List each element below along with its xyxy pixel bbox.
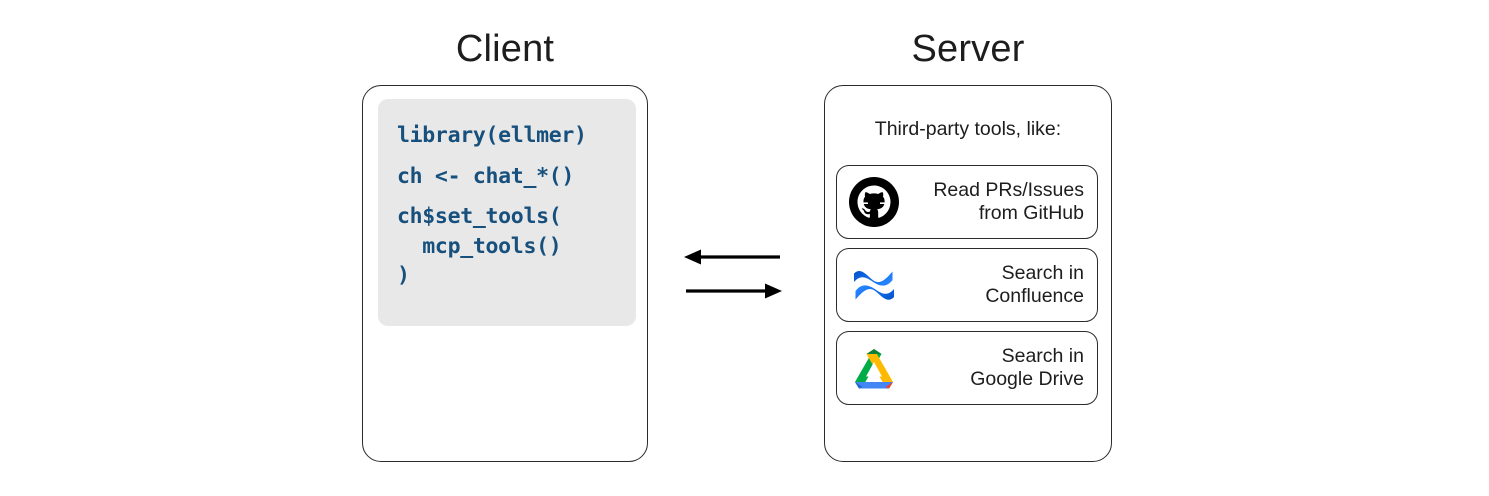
tool-label-confluence-line1: Search in — [1001, 262, 1084, 284]
tool-label-github-line1: Read PRs/Issues — [933, 179, 1084, 201]
client-to-server-arrow — [686, 283, 782, 299]
code-line-5: ) — [397, 263, 410, 288]
tool-card-confluence[interactable]: Search in Confluence — [836, 248, 1098, 322]
tool-label-confluence: Search in Confluence — [902, 262, 1086, 308]
tool-label-google-drive-line1: Search in — [1001, 345, 1084, 367]
google-drive-icon — [846, 340, 902, 396]
code-line-2: ch <- chat_*() — [397, 163, 575, 189]
code-line-1: library(ellmer) — [397, 123, 587, 148]
tool-card-github[interactable]: Read PRs/Issues from GitHub — [836, 165, 1098, 239]
tool-list: Read PRs/Issues from GitHub — [836, 165, 1098, 414]
third-party-tools-caption: Third-party tools, like: — [874, 118, 1062, 140]
tool-label-google-drive-line2: Google Drive — [970, 368, 1084, 390]
arrow-group — [676, 240, 792, 310]
server-column-title: Server — [911, 28, 1025, 70]
github-icon — [846, 174, 902, 230]
tool-label-confluence-line2: Confluence — [985, 285, 1084, 307]
code-line-4: mcp_tools() — [397, 233, 562, 259]
client-panel: library(ellmer) ch <- chat_*() ch$set_to… — [362, 85, 648, 462]
tool-card-google-drive[interactable]: Search in Google Drive — [836, 331, 1098, 405]
tool-label-google-drive: Search in Google Drive — [902, 345, 1086, 391]
code-block: library(ellmer) ch <- chat_*() ch$set_to… — [378, 99, 636, 326]
confluence-icon — [846, 257, 902, 313]
server-to-client-arrow — [684, 249, 780, 265]
server-panel: Third-party tools, like: Read PRs/Issues… — [824, 85, 1112, 462]
client-column-title: Client — [455, 28, 555, 70]
tool-label-github-line2: from GitHub — [978, 202, 1084, 224]
tool-label-github: Read PRs/Issues from GitHub — [902, 179, 1086, 225]
code-line-3: ch$set_tools( — [397, 204, 562, 229]
